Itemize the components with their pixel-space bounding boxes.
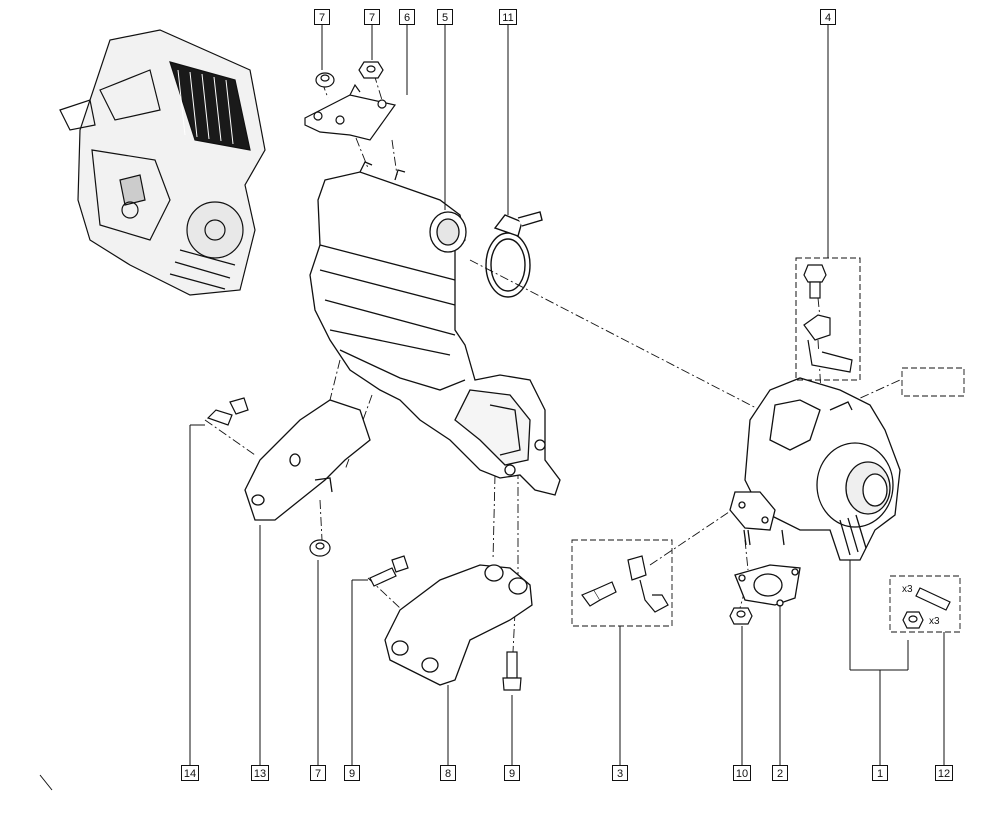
callout-11: 11 — [499, 9, 517, 25]
callout-7-top-right: 7 — [364, 9, 380, 25]
kit-3-box — [571, 539, 673, 627]
callout-8: 8 — [440, 765, 456, 781]
callout-3: 3 — [612, 765, 628, 781]
bolt-9-right — [502, 651, 522, 691]
kit-12-stud-and-nut — [902, 587, 951, 629]
turbocharger — [729, 377, 901, 561]
callout-4: 4 — [820, 9, 836, 25]
engine-block-illustration — [59, 29, 266, 296]
nut-10 — [729, 607, 753, 625]
reference-box-dashed — [901, 367, 965, 397]
oil-feed-pipe-assembly — [803, 264, 853, 373]
exhaust-clamp — [485, 211, 543, 298]
callout-1: 1 — [872, 765, 888, 781]
support-bracket-8 — [384, 564, 533, 686]
qty-label-bolt: x3 — [902, 584, 913, 595]
callout-6: 6 — [399, 9, 415, 25]
callout-7-top-left: 7 — [314, 9, 330, 25]
callout-leader-lines — [39, 25, 945, 791]
nut-7-top-left — [315, 72, 335, 88]
turbo-gasket — [734, 564, 801, 607]
heat-shield-bracket — [304, 83, 397, 141]
nut-7-top-right — [358, 61, 384, 79]
bolt-14 — [206, 397, 249, 426]
qty-label-nut: x3 — [929, 616, 940, 627]
callout-5: 5 — [437, 9, 453, 25]
callout-2: 2 — [772, 765, 788, 781]
callout-13: 13 — [251, 765, 269, 781]
callout-12: 12 — [935, 765, 953, 781]
callout-7-bottom: 7 — [310, 765, 326, 781]
catalytic-converter — [309, 161, 561, 496]
support-bracket-13 — [244, 399, 371, 521]
callout-10: 10 — [733, 765, 751, 781]
bolt-9-left — [369, 555, 409, 587]
callout-9-left: 9 — [344, 765, 360, 781]
nut-7-bottom — [309, 539, 331, 557]
kit-3-bolt-and-pipe — [581, 555, 669, 613]
callout-14: 14 — [181, 765, 199, 781]
callout-9-right: 9 — [504, 765, 520, 781]
